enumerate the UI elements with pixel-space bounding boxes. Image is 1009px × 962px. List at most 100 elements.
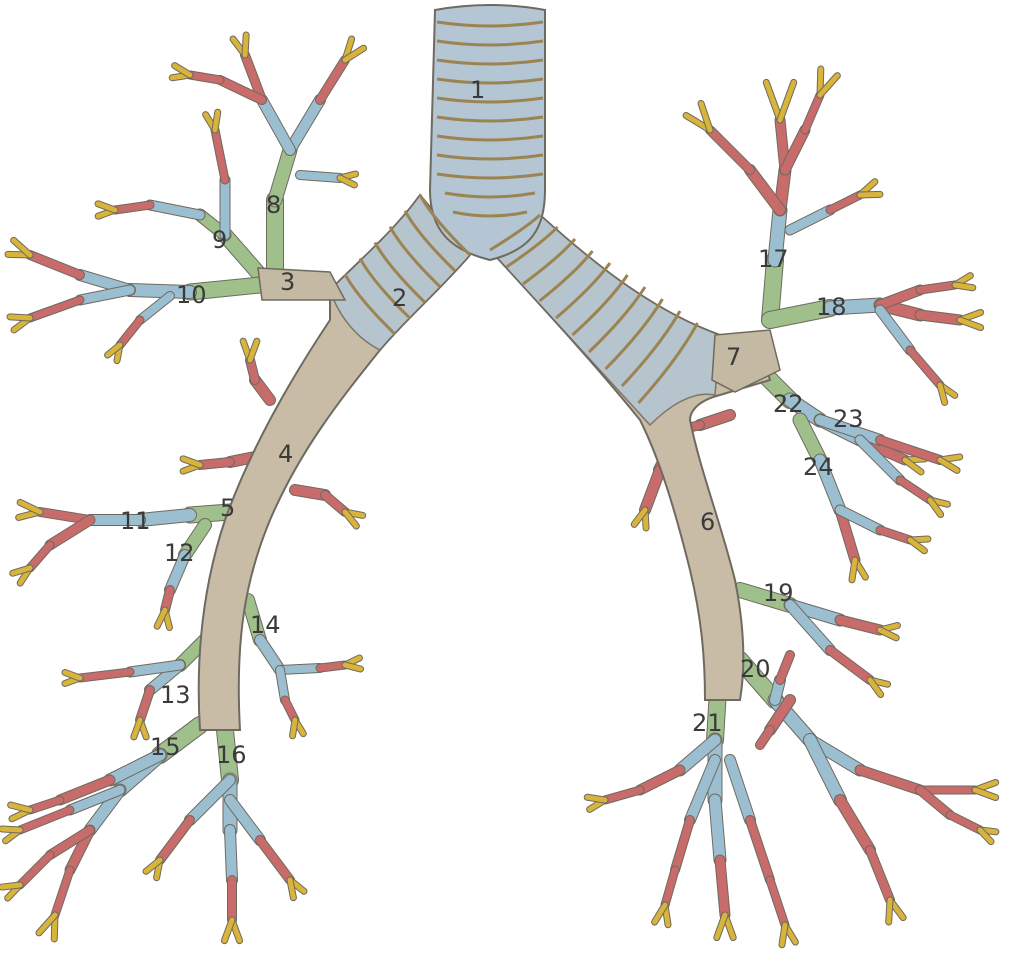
twig-9a: [98, 204, 115, 216]
branch-24: [800, 420, 855, 560]
twig-24a: [852, 560, 865, 580]
twig-20b: [889, 900, 903, 922]
twig-4b: [183, 459, 200, 471]
segment-label-17: 17: [758, 245, 789, 273]
twig-21a: [717, 915, 733, 938]
branch-21c: [665, 760, 715, 905]
twig-16c: [290, 880, 304, 898]
branch-18b: [880, 285, 955, 305]
segment-label-16: 16: [216, 741, 247, 769]
left-main-bronchus-rings-area: [490, 215, 720, 425]
twig-17c: [820, 69, 837, 95]
twig-23: [940, 457, 960, 470]
twig-4c: [345, 512, 363, 526]
segment-label-2: 2: [392, 284, 407, 312]
twig-11a: [19, 502, 40, 517]
segment-label-14: 14: [250, 611, 281, 639]
branch-20e: [920, 790, 980, 830]
branch-4-side: [250, 360, 270, 400]
segment-label-4: 4: [278, 440, 293, 468]
branch-17d: [790, 195, 860, 230]
twig-10c: [108, 345, 120, 361]
segment-label-12: 12: [164, 539, 195, 567]
twig-17b: [686, 103, 710, 130]
twig-22b: [930, 500, 947, 515]
branch-9b: [215, 130, 225, 235]
segment-label-24: 24: [803, 453, 834, 481]
twig-15b: [11, 805, 30, 819]
segment-label-7: 7: [726, 343, 741, 371]
twig-8d: [172, 66, 190, 78]
branch-10b: [30, 290, 130, 318]
twig-13b: [65, 673, 80, 684]
twig-18c: [940, 385, 955, 402]
twig-21d: [782, 925, 795, 945]
segment-label-9: 9: [212, 226, 227, 254]
twig-6s: [634, 510, 646, 528]
twig-20a: [975, 782, 996, 797]
twig-10a: [8, 240, 30, 255]
segment-label-5: 5: [220, 494, 235, 522]
twig-12: [157, 610, 169, 627]
segment-label-3: 3: [280, 268, 295, 296]
branch-4-side3: [295, 490, 345, 512]
twig-15d: [2, 885, 20, 898]
twig-24b: [910, 539, 928, 551]
twig-16a: [224, 920, 239, 941]
branch-17c: [785, 95, 820, 170]
branch-14b: [280, 670, 295, 720]
twig-18b: [955, 276, 973, 288]
twig-17d: [860, 182, 880, 195]
branch-11b: [30, 520, 90, 568]
twig-19a: [880, 626, 897, 638]
branch-16b: [160, 780, 230, 860]
branch-9: [115, 205, 260, 275]
twig-10b: [10, 317, 30, 330]
twig-14b: [293, 720, 304, 736]
twig-8a: [345, 39, 364, 60]
segment-label-19: 19: [763, 579, 794, 607]
segment-label-8: 8: [266, 191, 281, 219]
twig-8c: [340, 174, 356, 185]
branch-17b: [710, 130, 780, 210]
branch-21d: [730, 760, 785, 925]
segment-label-11: 11: [120, 507, 151, 535]
twig-15c: [2, 829, 20, 841]
segment-label-20: 20: [740, 655, 771, 683]
branch-8b: [245, 55, 290, 150]
branch-16c: [230, 800, 290, 880]
right-upper-lobe-bronchus: [258, 268, 345, 300]
branch-12: [165, 525, 205, 610]
branch-8-apical: [275, 60, 345, 280]
twig-20e: [980, 830, 996, 842]
twig-21b: [587, 797, 605, 809]
twig-8b: [233, 35, 246, 55]
twig-18a: [960, 312, 981, 327]
twig-22a: [905, 459, 925, 472]
segment-label-18: 18: [816, 293, 847, 321]
segment-label-22: 22: [773, 390, 804, 418]
segment-label-13: 13: [160, 681, 191, 709]
twig-21c: [655, 905, 668, 925]
branch-8c: [300, 175, 340, 178]
segment-label-1: 1: [470, 76, 485, 104]
branch-10: [30, 255, 260, 292]
twig-4a: [243, 341, 257, 360]
branch-17: [770, 120, 785, 320]
main-airways: [199, 5, 780, 730]
twig-17a: [766, 82, 793, 120]
segment-label-6: 6: [700, 508, 715, 536]
twig-9b: [206, 112, 218, 130]
twig-16b: [146, 860, 160, 878]
twig-15a: [39, 915, 55, 939]
branch-10c: [120, 296, 170, 345]
branch-20c: [775, 655, 790, 700]
segment-label-23: 23: [833, 405, 864, 433]
twig-13a: [134, 720, 146, 737]
segment-label-21: 21: [692, 709, 723, 737]
twig-19b: [870, 680, 887, 695]
twig-14a: [345, 658, 361, 669]
branch-18: [770, 305, 960, 320]
segment-label-10: 10: [176, 281, 207, 309]
